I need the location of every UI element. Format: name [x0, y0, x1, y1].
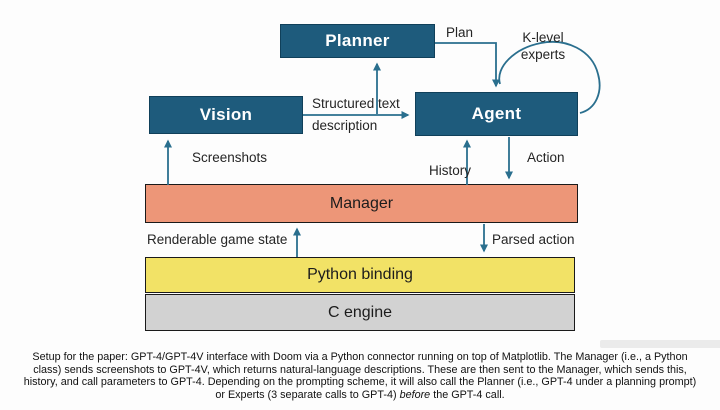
planner-box-label: Planner	[325, 31, 390, 50]
k-level-experts-label: K-level experts	[520, 30, 566, 62]
plan-label: Plan	[446, 25, 474, 40]
structured-text-label: Structured text description	[312, 96, 400, 133]
figure-caption: Setup for the paper: GPT-4/GPT-4V interf…	[0, 351, 720, 401]
caption-line-1: Setup for the paper: GPT-4/GPT-4V interf…	[32, 351, 688, 363]
agent-box: Agent	[415, 92, 578, 136]
planner-box: Planner	[280, 24, 435, 58]
manager-box-label: Manager	[329, 194, 394, 212]
action-label: Action	[527, 150, 565, 165]
caption-line-2: class) sends screenshots to GPT-4V, whic…	[33, 363, 687, 376]
renderable-game-state-label: Renderable game state	[147, 232, 288, 247]
plan-arrow	[435, 42, 500, 88]
python-binding-box-label: Python binding	[307, 266, 413, 283]
c-engine-box: C engine	[145, 294, 575, 331]
window-edge-artifact	[600, 340, 720, 348]
c-engine-box-label: C engine	[327, 303, 393, 321]
vision-box: Vision	[149, 96, 303, 134]
manager-box: Manager	[145, 184, 578, 223]
k-level-experts-loop	[498, 41, 601, 114]
caption-line-3: history, and call parameters to GPT-4. D…	[23, 376, 697, 389]
history-label: History	[429, 163, 472, 178]
screenshots-label: Screenshots	[192, 150, 268, 165]
agent-box-label: Agent	[471, 104, 522, 123]
caption-italic-word: before	[399, 388, 431, 401]
caption-line-4: or Experts (3 separate calls to GPT-4) b…	[215, 388, 505, 401]
python-binding-box: Python binding	[145, 257, 575, 293]
vision-box-label: Vision	[199, 105, 253, 124]
parsed-action-label: Parsed action	[492, 232, 575, 247]
